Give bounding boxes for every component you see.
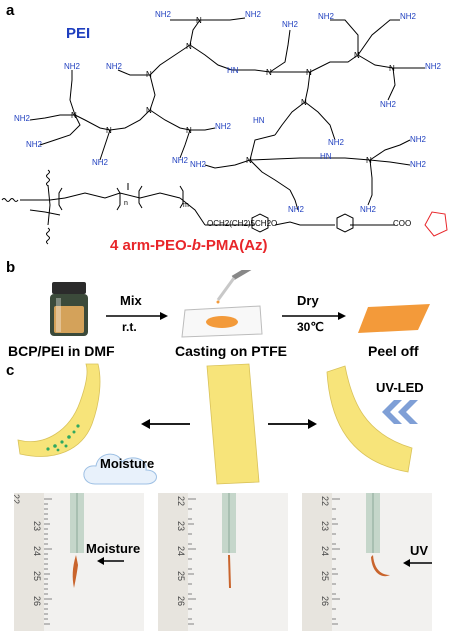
nh2-label: NH2 <box>318 12 335 21</box>
photo-uv-label: UV <box>410 543 429 558</box>
nh2-label: NH2 <box>360 205 377 214</box>
mix-label: Mix <box>120 293 142 308</box>
nh-label: HN <box>320 152 332 161</box>
ruler-tick-25: 25 <box>176 570 187 582</box>
panel-c-letter: c <box>6 362 15 379</box>
n-label: N <box>186 126 192 135</box>
bcp-subscript-n: n <box>124 200 128 207</box>
dry-arrow <box>282 312 346 320</box>
flat-film-icon <box>206 363 260 485</box>
n-label: N <box>389 64 395 73</box>
ruler-tick-23: 23 <box>176 520 187 532</box>
nh2-label: NH2 <box>328 138 345 147</box>
step-casting-label: Casting on PTFE <box>175 343 287 359</box>
pei-structure-diagram <box>1 17 448 245</box>
n-label: N <box>146 70 152 79</box>
nh2-label: NH2 <box>92 158 109 167</box>
n-label: N <box>246 156 252 165</box>
nh2-label: NH2 <box>190 160 207 169</box>
uv-chevron-icon <box>382 400 418 424</box>
uv-led-label: UV-LED <box>376 380 424 395</box>
rt-label: r.t. <box>122 320 137 334</box>
actuation-illustration <box>17 363 418 485</box>
ruler-tick-26: 26 <box>32 595 43 607</box>
moisture-dots-icon <box>46 424 80 452</box>
nh2-label: NH2 <box>400 12 417 21</box>
n-label: N <box>366 156 372 165</box>
ruler-tick-24: 24 <box>320 545 331 557</box>
ruler-tick-26: 26 <box>176 595 187 607</box>
nh2-label: NH2 <box>425 62 442 71</box>
nh2-label: NH2 <box>106 62 123 71</box>
n-label: N <box>146 106 152 115</box>
peeled-film-icon <box>358 304 430 333</box>
bcp-side-chain-end: COO <box>393 219 412 228</box>
nh2-label: NH2 <box>155 10 172 19</box>
panel-a-letter: a <box>6 2 15 19</box>
nh2-label: NH2 <box>380 100 397 109</box>
casting-solution-icon <box>206 316 238 328</box>
nh2-label: NH2 <box>215 122 232 131</box>
ruler-tick-22: 22 <box>176 495 187 507</box>
step-bcp-pei-label: BCP/PEI in DMF <box>8 343 115 359</box>
nh2-label: NH2 <box>410 160 427 169</box>
nh2-label: NH2 <box>26 140 43 149</box>
bcp-title-prefix: 4 arm-PEO- <box>110 237 192 254</box>
nh-label: HN <box>227 66 239 75</box>
photo-uv-scene <box>302 493 432 631</box>
vial-icon <box>50 282 88 336</box>
bcp-title: 4 arm-PEO-b-PMA(Az) <box>110 237 268 254</box>
n-label: N <box>354 51 360 60</box>
photo-initial: 22 23 24 25 26 <box>158 493 288 631</box>
ruler-tick-23: 23 <box>32 520 43 532</box>
nh2-label: NH2 <box>288 205 305 214</box>
ruler-tick-22: 22 <box>14 494 21 505</box>
photo-moisture-label: Moisture <box>86 541 141 556</box>
photo-moisture: 22 23 24 25 26 Moisture <box>14 493 144 631</box>
n-label: N <box>186 42 192 51</box>
n-label: N <box>301 98 307 107</box>
process-diagram <box>50 270 430 338</box>
arrow-left-icon <box>141 419 190 429</box>
pei-label: PEI <box>66 25 91 42</box>
bcp-title-suffix: -PMA(Az) <box>200 237 268 254</box>
ruler-tick-26: 26 <box>320 595 331 607</box>
bcp-side-chain: OCH2(CH2)5CH2O <box>207 219 278 228</box>
photo-uv: 22 23 24 25 26 UV <box>302 493 432 631</box>
mix-arrow <box>106 312 168 320</box>
bent-film-moisture-icon <box>17 363 101 457</box>
nh-label: HN <box>253 116 265 125</box>
photo-initial-scene <box>158 493 236 631</box>
ruler-tick-22: 22 <box>320 495 331 507</box>
bcp-subscript-m: m <box>183 202 189 209</box>
bent-film-uv-icon <box>326 365 413 473</box>
nh2-label: NH2 <box>14 114 31 123</box>
cloud-icon <box>83 453 157 485</box>
n-label: N <box>306 68 312 77</box>
arrow-right-icon <box>268 419 317 429</box>
pipette-icon <box>216 270 252 304</box>
n-label: N <box>266 68 272 77</box>
nh2-label: NH2 <box>172 156 189 165</box>
n-label: N <box>196 16 202 25</box>
n-label: N <box>106 126 112 135</box>
ruler-tick-25: 25 <box>320 570 331 582</box>
step-peel-off-label: Peel off <box>368 343 419 359</box>
nh2-label: NH2 <box>64 62 81 71</box>
bcp-title-b: b <box>191 237 201 254</box>
photo-moisture-scene <box>14 493 124 631</box>
dry-label: Dry <box>297 293 319 308</box>
temp-label: 30℃ <box>297 320 324 334</box>
nh2-label: NH2 <box>282 20 299 29</box>
panel-b-letter: b <box>6 259 16 276</box>
ruler-tick-24: 24 <box>176 545 187 557</box>
moisture-label: Moisture <box>100 456 155 471</box>
ruler-tick-25: 25 <box>32 570 43 582</box>
ruler-tick-24: 24 <box>32 545 43 557</box>
ruler-tick-23: 23 <box>320 520 331 532</box>
nh2-label: NH2 <box>245 10 262 19</box>
nh2-label: NH2 <box>410 135 427 144</box>
n-label: N <box>71 111 77 120</box>
